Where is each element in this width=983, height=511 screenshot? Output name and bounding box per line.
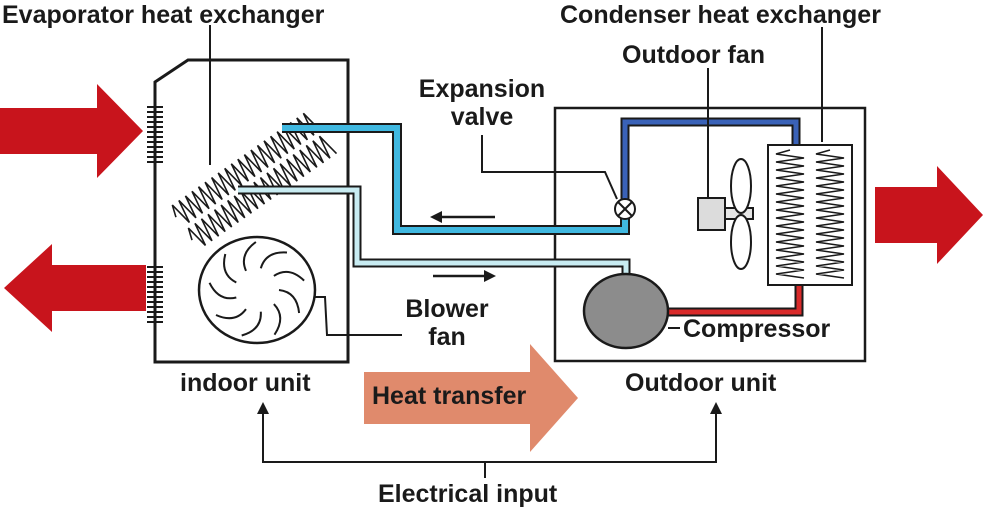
blower-fan-line1: Blower [405, 295, 489, 323]
condenser-label: Condenser heat exchanger [560, 1, 881, 29]
outdoor-unit-label: Outdoor unit [625, 369, 777, 397]
arrowhead-outdoor [710, 402, 722, 414]
electrical-input-connector [262, 410, 717, 478]
expansion-valve-label: Expansion valve [405, 75, 559, 131]
blower-fan-line2: fan [428, 323, 466, 351]
arrowhead-indoor [257, 402, 269, 414]
heat-transfer-label: Heat transfer [372, 382, 527, 410]
outdoor-fan-icon [697, 158, 754, 270]
blower-fan [197, 235, 317, 345]
flow-direction-right-arrow [433, 270, 496, 282]
evaporator-label: Evaporator heat exchanger [2, 1, 325, 29]
condenser-coil [767, 144, 853, 286]
expansion-valve-line2: valve [450, 103, 514, 131]
flow-direction-left-arrow [430, 211, 495, 223]
expansion-valve-line1: Expansion [418, 75, 546, 103]
leader-lines [209, 25, 823, 336]
airflow-out-arrow [4, 244, 146, 332]
compressor-label: Compressor [683, 315, 831, 343]
electrical-input-label: Electrical input [378, 480, 558, 508]
indoor-unit-housing [153, 58, 350, 364]
outdoor-fan-label: Outdoor fan [622, 41, 766, 69]
outdoor-airflow-arrow [875, 166, 983, 264]
compressor-icon [582, 272, 670, 350]
blower-fan-label: Blower fan [405, 295, 489, 351]
heat-transfer-arrow [364, 344, 578, 452]
air-grilles [147, 106, 163, 323]
airflow-in-arrow [0, 84, 143, 178]
discharge-pipe [664, 285, 804, 317]
indoor-unit-label: indoor unit [180, 369, 311, 397]
liquid-line-pipe [282, 123, 630, 235]
expansion-valve-icon [614, 198, 636, 220]
